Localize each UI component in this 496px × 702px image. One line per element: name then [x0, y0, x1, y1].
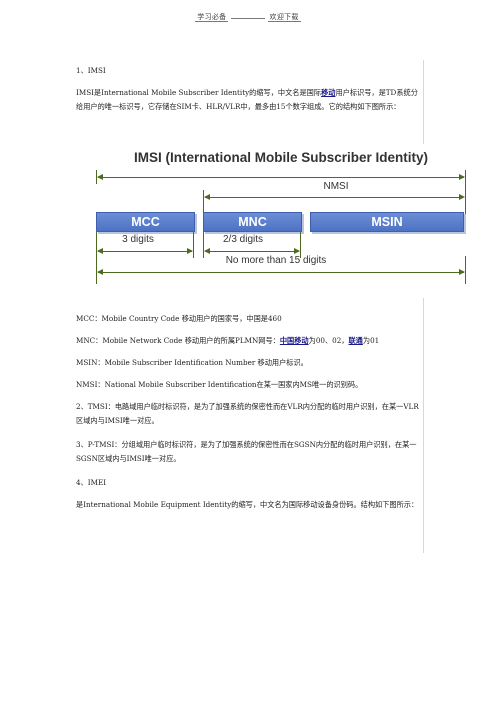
tick: [300, 232, 301, 258]
arrow-head-left: [204, 194, 210, 200]
mnc-digits-label: 2/3 digits: [222, 234, 264, 245]
imei-description: 是International Mobile Equipment Identity…: [76, 500, 419, 509]
tick: [465, 256, 466, 284]
tick: [96, 170, 97, 184]
tick: [193, 232, 194, 258]
header-left: 学习必备: [195, 13, 229, 22]
mobile-link[interactable]: 移动: [321, 88, 336, 97]
arrow-head-right: [459, 194, 465, 200]
imsi-description: IMSI是International Mobile Subscriber Ide…: [76, 86, 422, 114]
total-digits-label: No more than 15 digits: [225, 255, 327, 266]
mcc-definition: MCC：Mobile Country Code 移动用户的国家号，中国是460: [76, 314, 282, 323]
mnc-part2: 为00、02，: [308, 336, 349, 345]
arrow-head-right: [187, 248, 193, 254]
mcc-digits-arrow: [98, 251, 192, 252]
arrow-head-right: [459, 174, 465, 180]
imsi-span-arrow: [98, 177, 464, 178]
msin-box: MSIN: [310, 212, 464, 232]
imei-heading: 4、IMEI: [76, 478, 107, 487]
mcc-digits-label: 3 digits: [122, 234, 154, 245]
tick: [465, 170, 466, 222]
mnc-definition: MNC：Mobile Network Code 移动用户的所属PLMN网号：中国…: [76, 334, 422, 348]
arrow-head-right: [294, 248, 300, 254]
header-right: 欢迎下载: [267, 13, 301, 22]
arrow-head-left: [97, 174, 103, 180]
imsi-desc-part2: 用户标识号，是TD系统分给用户的唯一标识号，它存储在SIM卡、HLR/VLR中，…: [76, 88, 418, 111]
mnc-box: MNC: [203, 212, 302, 232]
diagram-title: IMSI (International Mobile Subscriber Id…: [133, 150, 429, 165]
arrow-head-right: [459, 269, 465, 275]
imsi-desc-part1: IMSI是International Mobile Subscriber Ide…: [76, 88, 322, 97]
tmsi-paragraph: 2、TMSI：电路域用户临时标识符，是为了加强系统的保密性而在VLR内分配的临时…: [76, 402, 419, 425]
unicom-link[interactable]: 联通: [348, 336, 363, 345]
arrow-head-left: [204, 248, 210, 254]
china-mobile-link[interactable]: 中国移动: [279, 336, 309, 345]
tick: [203, 232, 204, 258]
total-span-arrow: [98, 272, 464, 273]
tick: [96, 232, 97, 284]
margin-rule-bottom: [423, 298, 424, 553]
arrow-head-left: [97, 248, 103, 254]
nmsi-definition: NMSI：National Mobile Subscriber Identifi…: [76, 380, 363, 389]
nmsi-label: NMSI: [323, 181, 349, 192]
mnc-part1: MNC：Mobile Network Code 移动用户的所属PLMN网号：: [76, 336, 280, 345]
mnc-part3: 为01: [362, 336, 380, 345]
page-header: 学习必备 欢迎下载: [0, 12, 496, 22]
mnc-digits-arrow: [205, 251, 299, 252]
imsi-heading: 1、IMSI: [76, 66, 106, 75]
margin-rule-top: [423, 60, 424, 144]
mcc-box: MCC: [96, 212, 195, 232]
imsi-structure-diagram: IMSI (International Mobile Subscriber Id…: [86, 148, 476, 288]
tick: [203, 190, 204, 212]
header-gap: [231, 18, 265, 19]
nmsi-span-arrow: [205, 197, 463, 198]
ptmsi-paragraph: 3、P-TMSI：分组域用户临时标识符，是为了加强系统的保密性而在SGSN内分配…: [76, 440, 417, 463]
msin-definition: MSIN：Mobile Subscriber Identification Nu…: [76, 358, 308, 367]
arrow-head-left: [97, 269, 103, 275]
